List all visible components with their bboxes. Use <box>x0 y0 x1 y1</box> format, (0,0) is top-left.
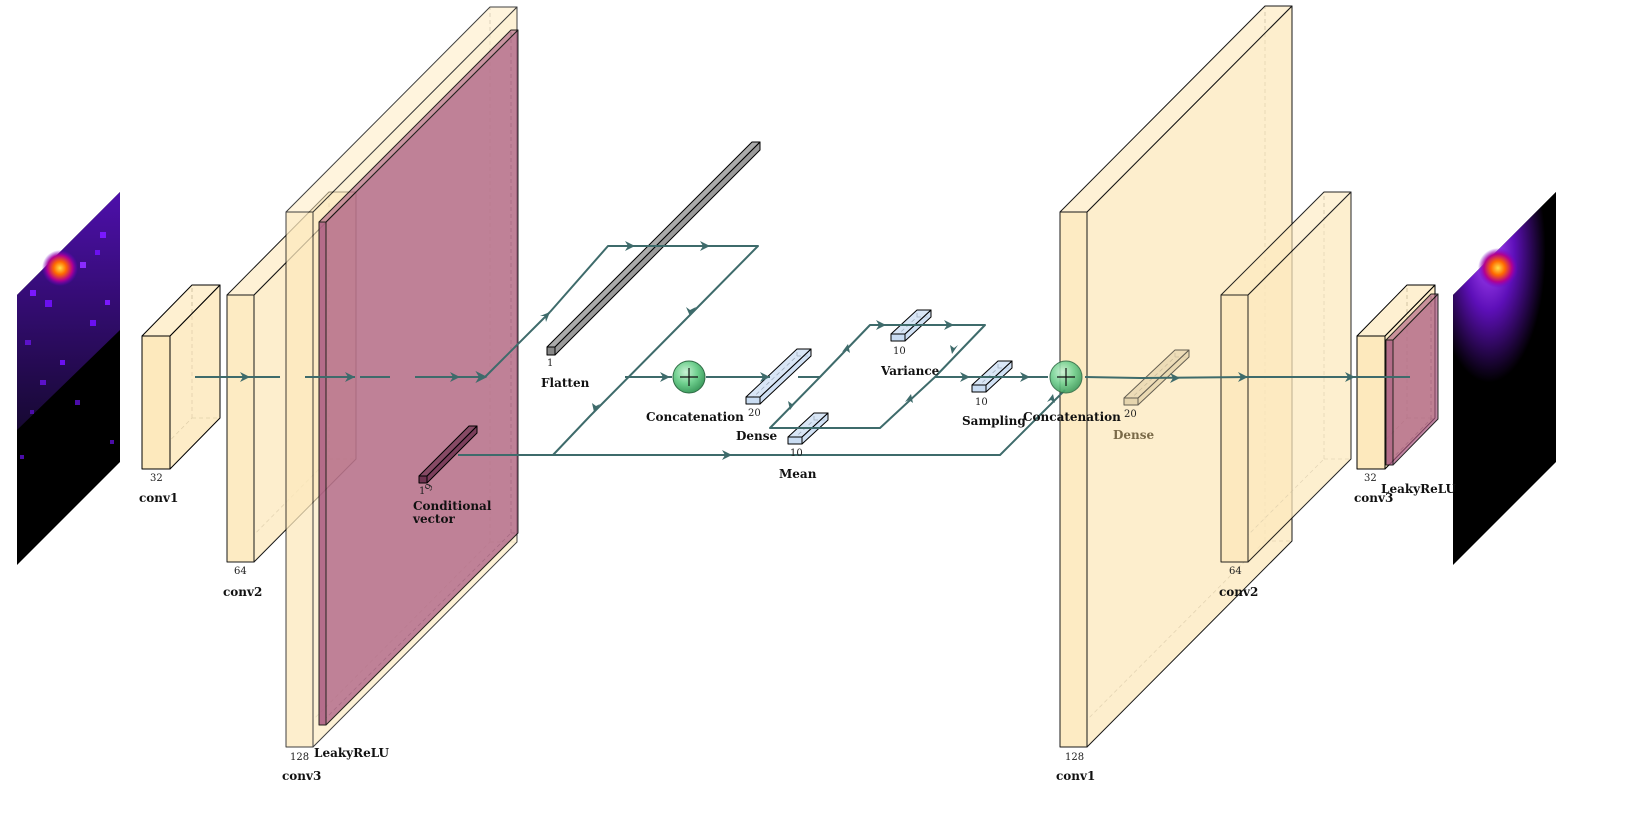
dense-enc-size: 20 <box>748 408 761 419</box>
flatten-block <box>547 142 760 355</box>
concat-node-encoder <box>673 361 705 393</box>
enc-conv3-activation: LeakyReLU <box>314 746 390 760</box>
concat-node-decoder <box>1050 361 1082 393</box>
cond-label-line2: vector <box>412 512 455 526</box>
dense-enc-label: Dense <box>736 429 778 443</box>
output-image <box>1453 192 1556 565</box>
concat-enc-label: Concatenation <box>646 410 744 424</box>
dense-dec-size: 20 <box>1124 409 1137 420</box>
flatten-size: 1 <box>547 358 553 369</box>
mean-size: 10 <box>790 448 803 459</box>
enc-conv3-size: 128 <box>290 752 309 763</box>
sampling-label: Sampling <box>962 414 1026 428</box>
variance-label: Variance <box>880 364 940 378</box>
variance-size: 10 <box>893 346 906 357</box>
dense-dec-label: Dense <box>1113 428 1155 442</box>
concat-dec-label: Concatenation <box>1023 410 1121 424</box>
dec-conv1-label: conv1 <box>1056 769 1095 783</box>
dec-conv3-label: conv3 <box>1354 491 1393 505</box>
sampling-size: 10 <box>975 397 988 408</box>
flatten-label: Flatten <box>541 376 590 390</box>
enc-conv2-label: conv2 <box>223 585 262 599</box>
cond-label-line1: Conditional <box>413 499 492 513</box>
dec-conv1-size: 128 <box>1065 752 1084 763</box>
input-image <box>17 192 120 565</box>
dec-conv2-label: conv2 <box>1219 585 1258 599</box>
dec-conv2-size: 64 <box>1229 566 1242 577</box>
dec-conv3-size: 32 <box>1364 473 1377 484</box>
enc-conv2-size: 64 <box>234 566 247 577</box>
mean-label: Mean <box>779 467 817 481</box>
enc-conv1-label: conv1 <box>139 491 178 505</box>
enc-conv3-label: conv3 <box>282 769 321 783</box>
enc-conv1-size: 32 <box>150 473 163 484</box>
